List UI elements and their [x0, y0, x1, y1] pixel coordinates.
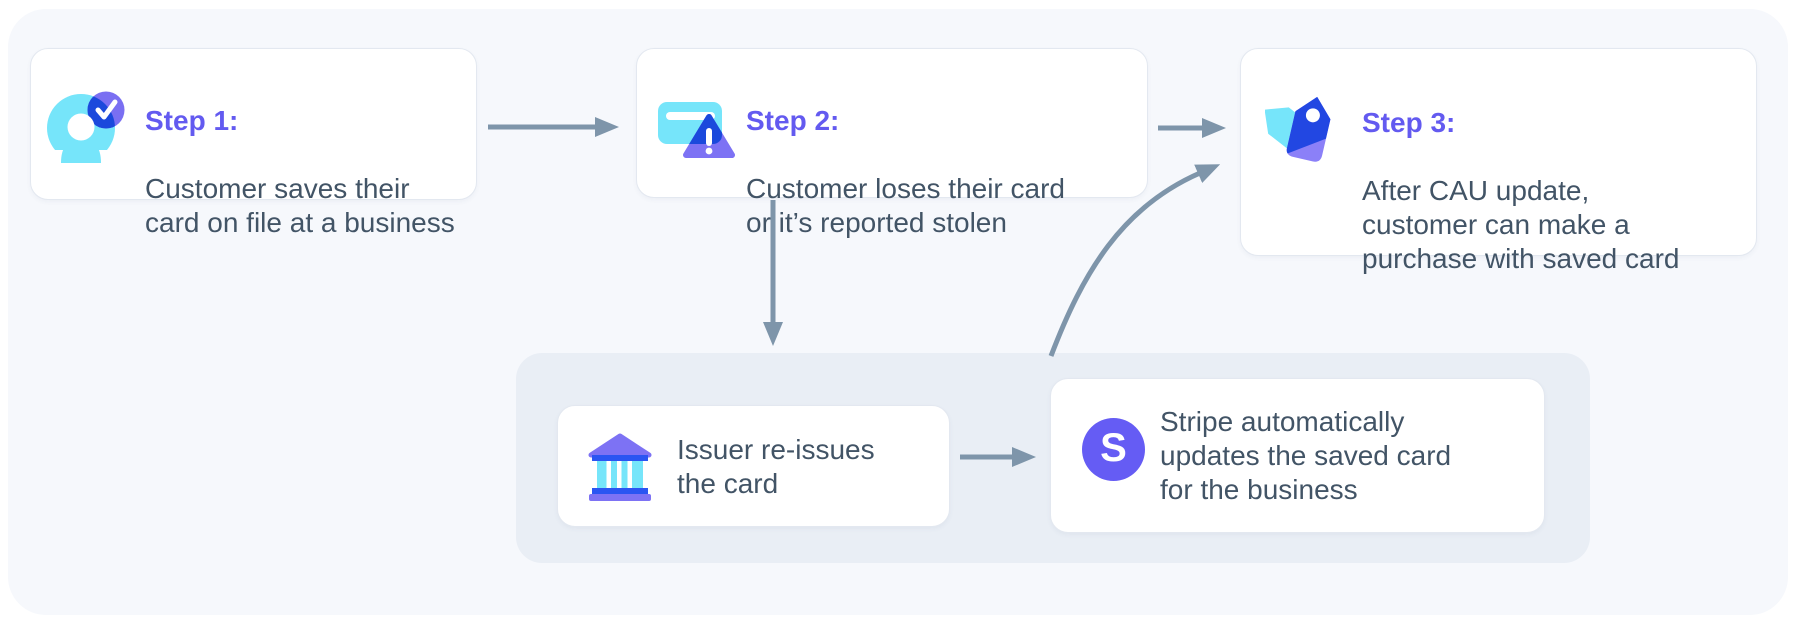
lost-card-warning-icon [657, 99, 735, 166]
step2-card: Step 2: Customer loses their card or it’… [636, 48, 1148, 238]
step2-title: Step 2: [746, 105, 840, 136]
customer-check-icon [46, 91, 128, 172]
stripe-text: Stripe automatically updates the saved c… [1160, 406, 1452, 505]
step1-description: Customer saves their card on file at a b… [145, 173, 455, 238]
step2-text: Step 2: Customer loses their card or it’… [746, 70, 1065, 274]
stripe-logo-letter: S [1082, 418, 1145, 481]
issuer-card: Issuer re-issues the card [557, 405, 950, 527]
step3-text: Step 3: After CAU update, customer can m… [1362, 72, 1680, 310]
stripe-logo-icon: S [1082, 418, 1145, 481]
step1-card: Step 1: Customer saves their card on fil… [30, 48, 477, 238]
step3-title: Step 3: [1362, 107, 1456, 138]
bank-icon [585, 432, 655, 509]
step1-title: Step 1: [145, 105, 239, 136]
step3-card: Step 3: After CAU update, customer can m… [1240, 48, 1757, 274]
step2-description: Customer loses their card or it’s report… [746, 173, 1066, 238]
stripe-card: S Stripe automatically updates the saved… [1050, 378, 1545, 533]
issuer-text: Issuer re-issues the card [677, 434, 875, 499]
step1-text: Step 1: Customer saves their card on fil… [145, 70, 455, 274]
step3-description: After CAU update, customer can make a pu… [1362, 175, 1680, 274]
price-tag-icon [1254, 87, 1343, 172]
